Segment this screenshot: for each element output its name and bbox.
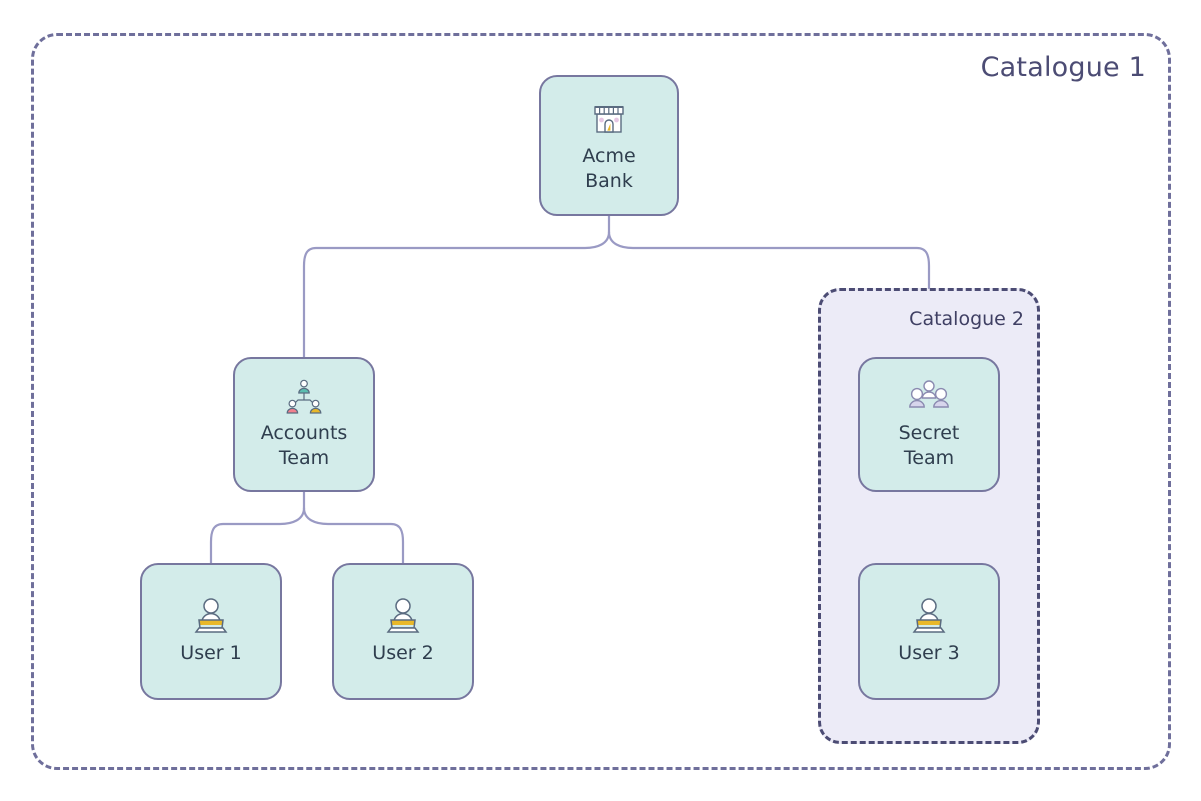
node-user-3-label: User 3 (898, 642, 960, 665)
node-accounts-team[interactable]: Accounts Team (233, 357, 375, 492)
node-secret-team-label: Secret Team (898, 421, 960, 469)
node-user-3[interactable]: User 3 (858, 563, 1000, 700)
catalogue-1-title: Catalogue 1 (980, 52, 1146, 83)
node-user-1[interactable]: User 1 (140, 563, 282, 700)
node-acme-bank[interactable]: Acme Bank (539, 75, 679, 216)
catalogue-1-container[interactable]: Catalogue 1 (31, 33, 1171, 770)
catalogue-2-title: Catalogue 2 (909, 308, 1024, 330)
node-user-1-label: User 1 (180, 642, 242, 665)
user-laptop-icon (189, 596, 233, 636)
node-user-2[interactable]: User 2 (332, 563, 474, 700)
people-group-icon (905, 378, 953, 416)
node-acme-bank-label: Acme Bank (582, 144, 636, 192)
node-accounts-team-label: Accounts Team (260, 421, 348, 469)
org-chart-team-icon (281, 378, 327, 416)
node-user-2-label: User 2 (372, 642, 434, 665)
node-secret-team[interactable]: Secret Team (858, 357, 1000, 492)
user-laptop-icon (907, 596, 951, 636)
shop-storefront-icon (588, 97, 630, 139)
user-laptop-icon (381, 596, 425, 636)
